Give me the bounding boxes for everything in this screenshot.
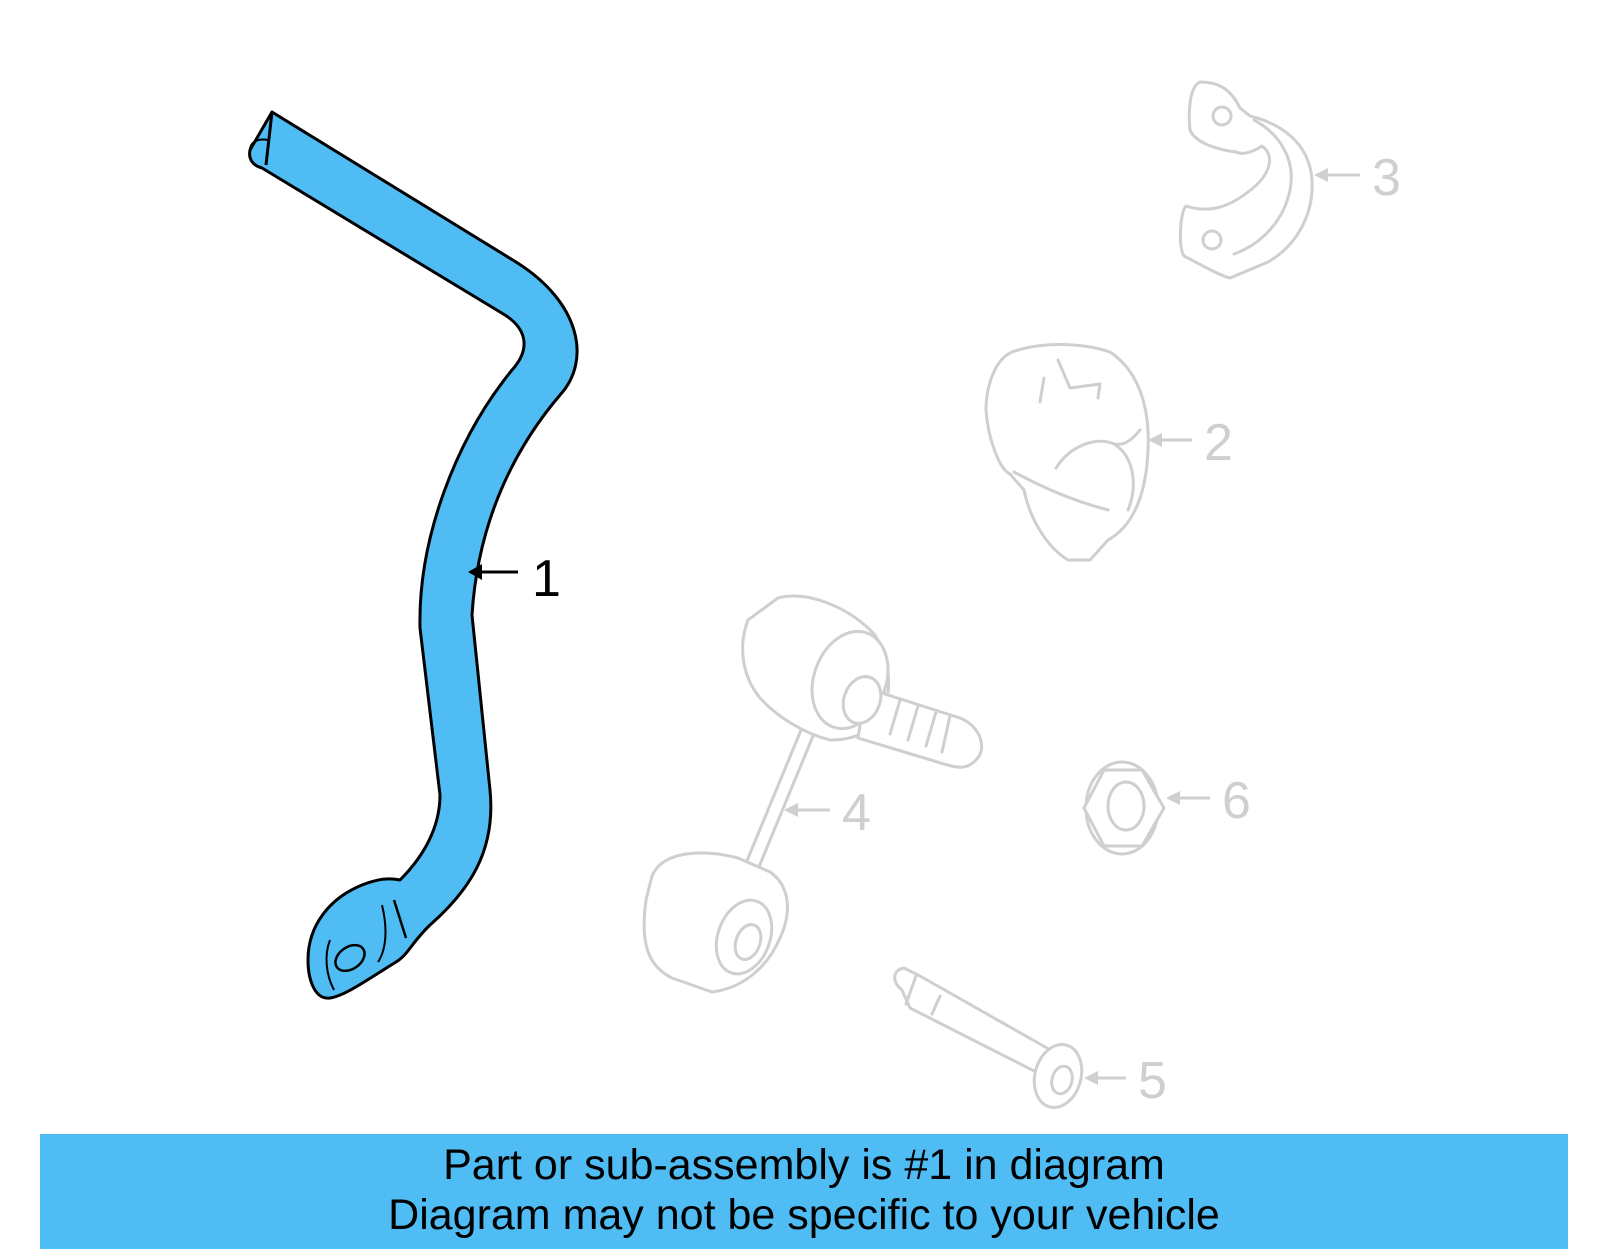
bolt-icon	[893, 966, 1084, 1109]
bracket-icon	[1178, 80, 1314, 280]
stabilizer-link-icon	[642, 594, 983, 994]
callout-label-5: 5	[1138, 1052, 1167, 1110]
callout-label-4: 4	[842, 784, 871, 842]
callout-3: 3	[1314, 149, 1401, 207]
callout-2: 2	[1148, 414, 1233, 472]
callout-4: 4	[784, 784, 871, 842]
nut-icon	[1082, 760, 1166, 856]
callout-1: 1	[468, 550, 561, 608]
callout-label-2: 2	[1204, 414, 1233, 472]
callout-label-1: 1	[532, 550, 561, 608]
callout-label-3: 3	[1372, 149, 1401, 207]
caption-line-2: Diagram may not be specific to your vehi…	[388, 1191, 1220, 1239]
callout-label-6: 6	[1222, 772, 1251, 830]
caption-banner: Part or sub-assembly is #1 in diagram Di…	[40, 1134, 1568, 1249]
stabilizer-bar-icon[interactable]	[248, 110, 579, 1000]
callout-5: 5	[1084, 1052, 1167, 1110]
parts-diagram: 1 3 2	[248, 80, 1401, 1110]
bushing-icon	[984, 343, 1150, 562]
caption-line-1: Part or sub-assembly is #1 in diagram	[443, 1141, 1165, 1189]
callout-6: 6	[1166, 772, 1251, 830]
